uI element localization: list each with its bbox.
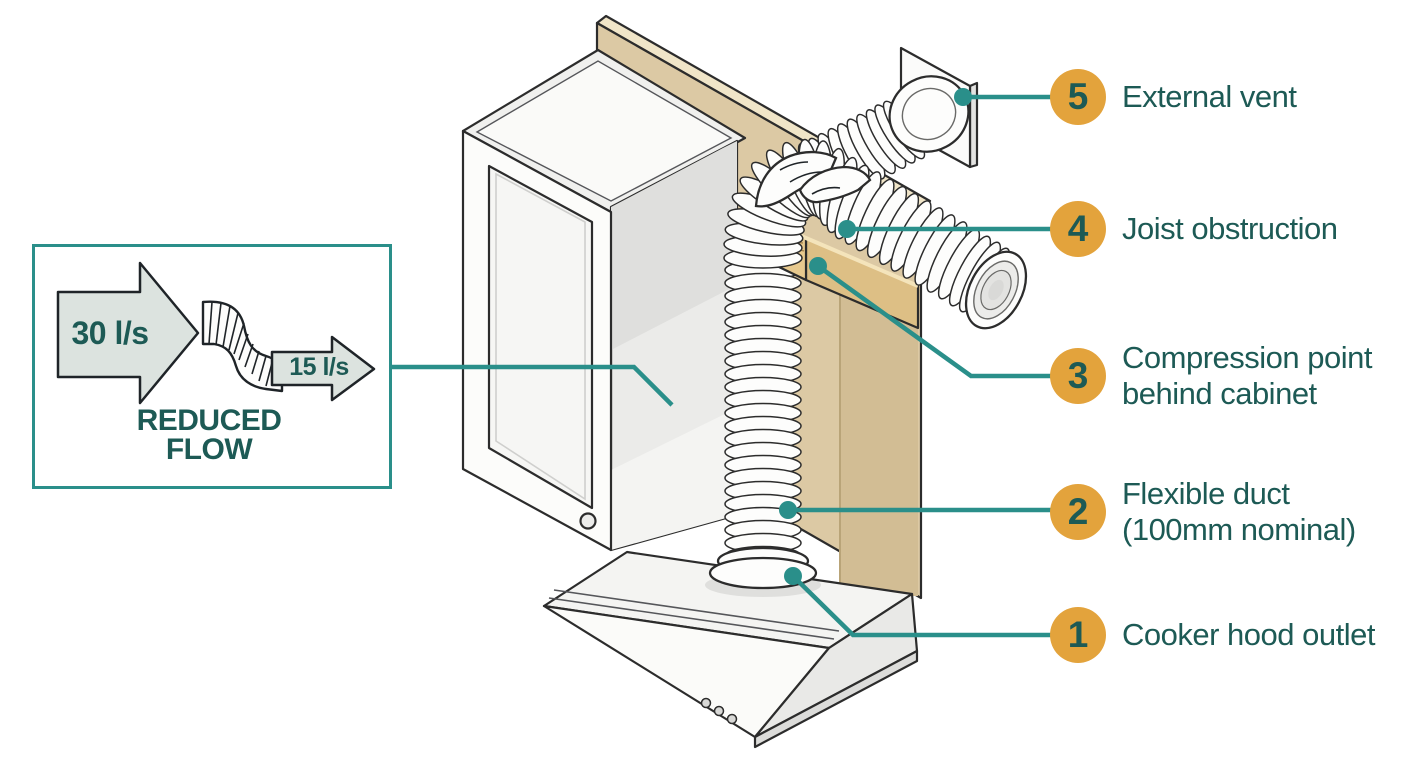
- callout-label-5-line1: External vent: [1122, 79, 1297, 114]
- callout-compression-point: 3 Compression point behind cabinet: [1050, 340, 1372, 412]
- callout-badge-2: 2: [1050, 484, 1106, 540]
- leader-dot-3: [809, 257, 827, 275]
- leader-dot-2: [779, 501, 797, 519]
- callout-badge-3: 3: [1050, 348, 1106, 404]
- caption-line-2: FLOW: [165, 433, 253, 466]
- caption-line-1: REDUCED: [136, 404, 282, 437]
- callout-badge-4: 4: [1050, 201, 1106, 257]
- reduced-flow-inset: [32, 244, 392, 489]
- callout-label-2-line1: Flexible duct: [1122, 476, 1290, 511]
- callout-badge-1: 1: [1050, 607, 1106, 663]
- leader-line-3: [816, 264, 1052, 379]
- callout-label-2: Flexible duct (100mm nominal): [1122, 476, 1356, 548]
- flexible-duct-vertical: [724, 259, 802, 567]
- callout-label-1: Cooker hood outlet: [1122, 617, 1375, 653]
- callout-label-3-line2: behind cabinet: [1122, 376, 1317, 411]
- flow-out-value: 15 l/s: [289, 353, 349, 381]
- callout-flexible-duct: 2 Flexible duct (100mm nominal): [1050, 476, 1356, 548]
- callout-label-3-line1: Compression point: [1122, 340, 1372, 375]
- callout-badge-5: 5: [1050, 69, 1106, 125]
- callout-label-3: Compression point behind cabinet: [1122, 340, 1372, 412]
- callout-cooker-hood-outlet: 1 Cooker hood outlet: [1050, 607, 1375, 663]
- callout-label-2-line2: (100mm nominal): [1122, 512, 1356, 547]
- leader-dot-1: [784, 567, 802, 585]
- flow-out-arrow: [270, 335, 376, 402]
- leader-dot-5: [954, 88, 972, 106]
- kinked-duct-fold-lines: [208, 301, 274, 387]
- door-knob: [579, 512, 597, 530]
- duct-kink-folds: [754, 150, 872, 208]
- wall-stud-panel: [840, 294, 918, 596]
- hood-buttons: [700, 697, 738, 725]
- callout-external-vent: 5 External vent: [1050, 69, 1297, 125]
- cooker-hood: [542, 550, 919, 749]
- flow-in-value: 30 l/s: [71, 315, 149, 351]
- kitchen-cabinet: [461, 48, 747, 552]
- inset-connector-line: [391, 364, 674, 407]
- flow-in-arrow: [56, 261, 200, 405]
- callout-label-4-line1: Joist obstruction: [1122, 211, 1338, 246]
- leader-dot-4: [838, 220, 856, 238]
- callout-joist-obstruction: 4 Joist obstruction: [1050, 201, 1338, 257]
- callout-label-5: External vent: [1122, 79, 1297, 115]
- duct-open-end: [964, 250, 1028, 330]
- leader-line-1: [791, 574, 1052, 638]
- leader-lines: [391, 88, 1052, 638]
- reduced-flow-caption: REDUCED FLOW: [108, 404, 310, 466]
- callout-label-4: Joist obstruction: [1122, 211, 1338, 247]
- callout-label-1-line1: Cooker hood outlet: [1122, 617, 1375, 652]
